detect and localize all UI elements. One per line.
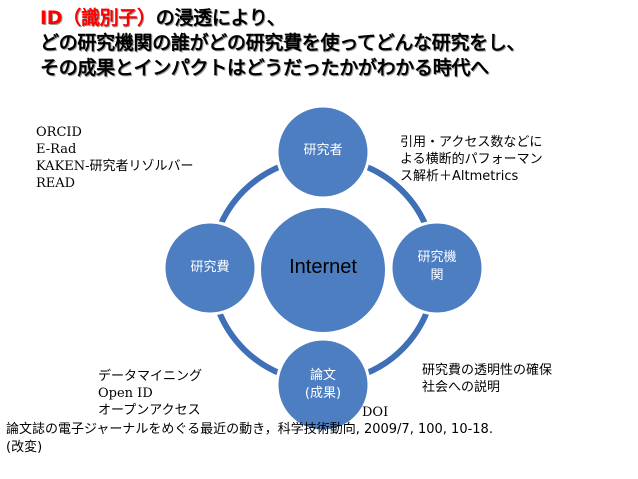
node-institution-label-line-2: 関 bbox=[430, 268, 444, 283]
title-line-2: どの研究機関の誰がどの研究費を使ってどんな研究をし、 bbox=[40, 32, 526, 54]
note-funding-transparency-line: 社会への説明 bbox=[422, 380, 501, 395]
note-data-access: データマイニング Open ID オープンアクセス bbox=[98, 368, 202, 419]
center-label: Internet bbox=[289, 256, 357, 278]
note-institution-metrics-line: ス解析＋Altmetrics bbox=[400, 169, 519, 184]
title-line-3: その成果とインパクトはどうだったかがわかる時代へ bbox=[40, 57, 489, 79]
note-institution-metrics: 引用・アクセス数などに よる横断的パフォーマン ス解析＋Altmetrics bbox=[400, 134, 543, 185]
slide-title: ID（識別子）の浸透により、 どの研究機関の誰がどの研究費を使ってどんな研究をし… bbox=[40, 6, 632, 81]
node-paper-label: 論文 (成果) bbox=[283, 367, 363, 403]
node-paper-label-line-2: (成果) bbox=[304, 386, 342, 401]
note-institution-metrics-line: 引用・アクセス数などに bbox=[400, 135, 543, 150]
note-data-access-line: データマイニング bbox=[98, 369, 203, 384]
title-id-term: ID（識別子） bbox=[40, 7, 156, 29]
note-doi: DOI bbox=[362, 405, 389, 420]
node-institution bbox=[389, 220, 485, 316]
note-researcher-ids-item: ORCID bbox=[36, 125, 82, 140]
node-funding-label: 研究費 bbox=[190, 260, 230, 275]
node-researcher-label: 研究者 bbox=[303, 143, 343, 158]
node-institution-label: 研究機 関 bbox=[397, 249, 477, 285]
node-paper-label-line-1: 論文 bbox=[309, 368, 336, 383]
note-funding-transparency-line: 研究費の透明性の確保 bbox=[422, 363, 553, 378]
node-funding bbox=[162, 220, 258, 316]
center-circle bbox=[259, 206, 387, 334]
note-researcher-ids-item: KAKEN-研究者リゾルバー bbox=[36, 159, 194, 174]
note-researcher-ids-item: E-Rad bbox=[36, 142, 77, 157]
note-data-access-line: Open ID bbox=[98, 386, 153, 401]
footer-citation-line-2: (改変) bbox=[6, 440, 43, 455]
footer-citation-line-1: 論文誌の電子ジャーナルをめぐる最近の動き，科学技術動向, 2009/7, 100… bbox=[6, 422, 493, 437]
node-paper bbox=[275, 337, 371, 433]
note-researcher-ids-item: READ bbox=[36, 176, 76, 191]
footer-citation: 論文誌の電子ジャーナルをめぐる最近の動き，科学技術動向, 2009/7, 100… bbox=[6, 421, 638, 457]
note-institution-metrics-line: よる横断的パフォーマン bbox=[400, 152, 543, 167]
title-line-1: ID（識別子）の浸透により、 bbox=[40, 6, 632, 31]
node-researcher bbox=[275, 104, 371, 200]
note-researcher-ids: ORCID E-Rad KAKEN-研究者リゾルバー READ bbox=[36, 124, 194, 192]
note-data-access-line: オープンアクセス bbox=[98, 403, 201, 418]
note-funding-transparency: 研究費の透明性の確保 社会への説明 bbox=[422, 362, 552, 396]
title-line-1-rest: の浸透により、 bbox=[155, 7, 286, 29]
node-institution-label-line-1: 研究機 bbox=[417, 250, 457, 265]
